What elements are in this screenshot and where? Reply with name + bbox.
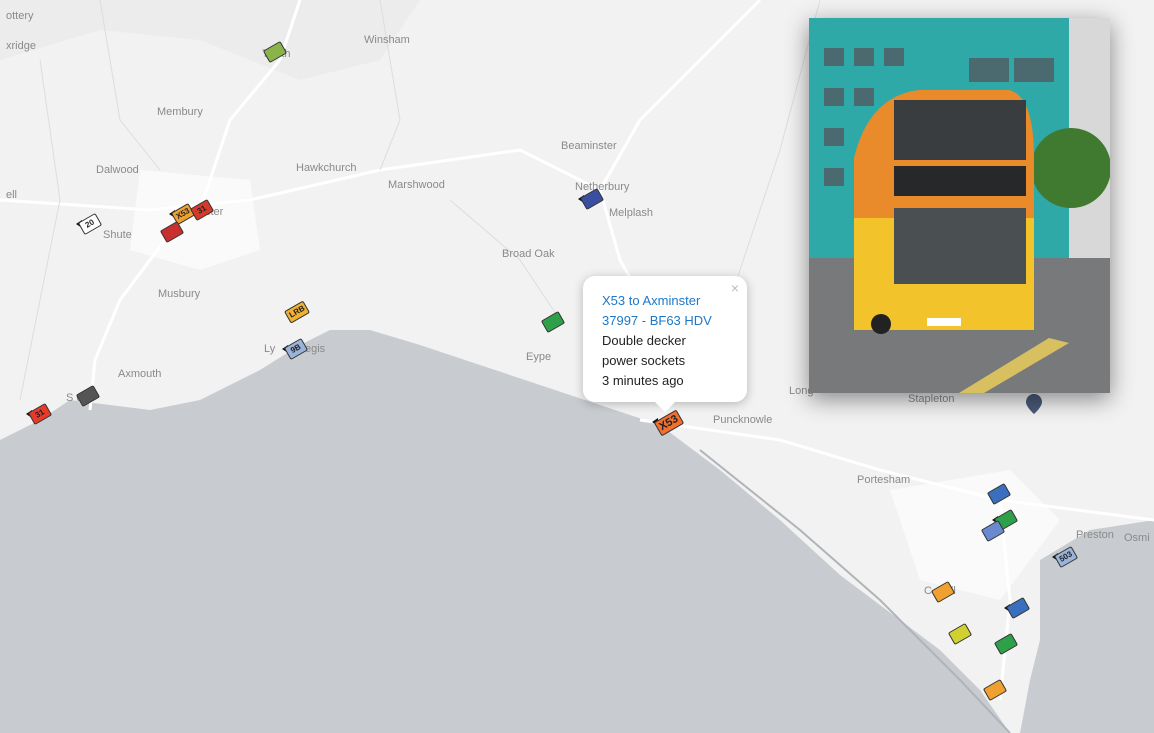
vehicle-link[interactable]: 37997 - BF63 HDV <box>602 313 712 328</box>
place-label: Ly <box>264 343 276 355</box>
place-label: Preston <box>1076 529 1114 541</box>
place-label: Puncknowle <box>713 414 773 426</box>
place-label: Stapleton <box>908 393 955 405</box>
place-label: Shute <box>103 229 132 241</box>
place-label: Winsham <box>364 34 410 46</box>
bus-photo <box>809 18 1110 393</box>
place-label: Dalwood <box>96 164 139 176</box>
place-label: Axmouth <box>118 368 162 380</box>
place-label: Hawkchurch <box>296 162 357 174</box>
last-updated: 3 minutes ago <box>602 373 684 388</box>
place-label: Membury <box>157 106 203 118</box>
place-label: Netherbury <box>575 181 630 193</box>
place-label: Broad Oak <box>502 248 555 260</box>
place-label: Eype <box>526 351 552 363</box>
place-label: ottery <box>6 10 34 22</box>
place-label: xridge <box>6 40 36 52</box>
place-label: Musbury <box>158 288 201 300</box>
place-label: Long <box>789 385 814 397</box>
vehicle-type: Double decker <box>602 333 686 348</box>
place-label: Melplash <box>609 207 654 219</box>
place-label: Marshwood <box>388 179 445 191</box>
place-label: Portesham <box>857 474 911 486</box>
close-icon[interactable]: × <box>730 280 739 296</box>
place-label: Osmi <box>1124 532 1150 544</box>
bus-info-popup: × X53 to Axminster 37997 - BF63 HDV Doub… <box>583 276 747 412</box>
map-pin-icon[interactable] <box>1026 394 1042 414</box>
place-label: Beaminster <box>561 140 617 152</box>
vehicle-features: power sockets <box>602 353 686 368</box>
route-link[interactable]: X53 to Axminster <box>602 293 701 308</box>
place-label: ell <box>6 189 18 201</box>
place-label: egis <box>305 343 326 355</box>
